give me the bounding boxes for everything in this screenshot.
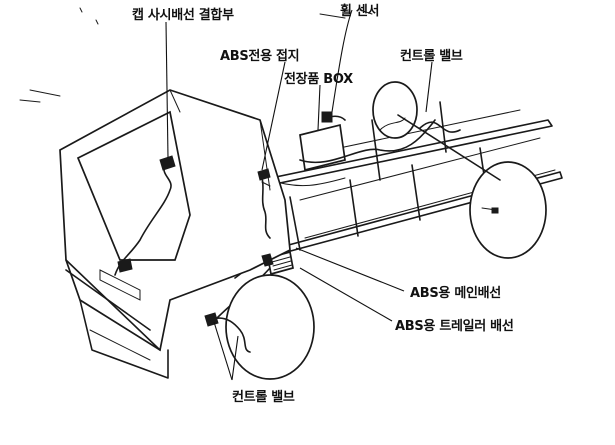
label-abs-main-harness: ABS용 메인배선 bbox=[410, 286, 501, 301]
scan-noise bbox=[19, 7, 373, 103]
label-cab-chassis-harness: 캡 사시배선 결합부 bbox=[132, 8, 234, 23]
electrical-box bbox=[299, 111, 346, 172]
rear-axle bbox=[379, 114, 501, 181]
leader-lines bbox=[165, 9, 433, 381]
front-wheel bbox=[204, 253, 315, 380]
label-wheel-sensor: 휠 센서 bbox=[340, 4, 380, 19]
label-control-valve-front: 컨트롤 밸브 bbox=[232, 390, 295, 405]
label-control-valve-rear: 컨트롤 밸브 bbox=[400, 49, 463, 64]
label-abs-trailer-harness: ABS용 트레일러 배선 bbox=[395, 319, 514, 334]
label-electrical-box: 전장품 BOX bbox=[284, 72, 353, 87]
label-abs-ground: ABS전용 접지 bbox=[220, 49, 300, 64]
rear-wheels bbox=[372, 81, 547, 259]
truck-cab bbox=[59, 89, 291, 379]
